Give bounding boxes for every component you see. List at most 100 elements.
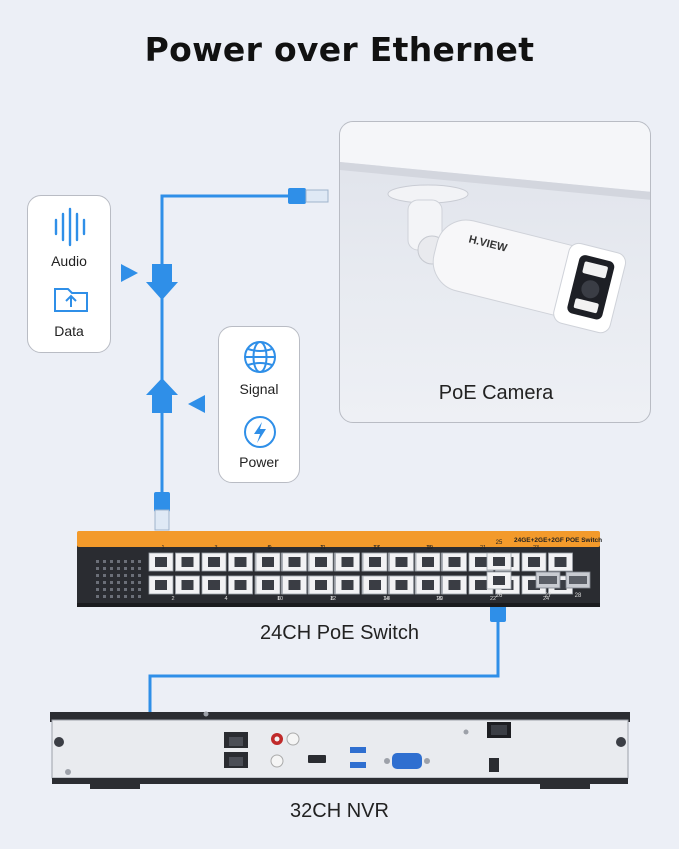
switch-port-socket (554, 580, 567, 590)
switch-led-panel (96, 560, 141, 598)
switch-label: 24CH PoE Switch (260, 622, 419, 644)
switch-port-socket (315, 557, 327, 567)
camera-rj45-icon (288, 188, 329, 204)
signal-power-card: Signal Power (218, 326, 300, 483)
switch-led (138, 588, 141, 591)
switch-port-socket (155, 580, 167, 590)
switch-port-label-bottom: 24 (543, 596, 549, 602)
switch-port-label-top: 21 (480, 545, 486, 551)
switch-port-socket (262, 580, 274, 590)
switch-led (96, 560, 99, 563)
globe-icon (244, 341, 276, 373)
switch-port-socket (475, 580, 487, 590)
switch-port-label-bottom: 18 (384, 596, 390, 602)
audio-data-icons (54, 207, 88, 312)
switch-port-label-bottom: 22 (490, 596, 496, 602)
switch-led (131, 595, 134, 598)
signal-power-icons (244, 341, 276, 448)
switch-led (110, 588, 113, 591)
switch-led (96, 567, 99, 570)
upload-folder-icon (54, 288, 88, 312)
switch-led (124, 588, 127, 591)
switch-port-label-bottom: 8 (330, 596, 333, 602)
camera-panel: H.VIEW PoE Camera (339, 121, 651, 423)
switch-port-label-top: 5 (267, 545, 270, 551)
switch-port-socket (234, 580, 247, 590)
switch-led (103, 581, 106, 584)
switch-led (138, 581, 141, 584)
switch-port-socket (262, 557, 274, 567)
switch-port-label-top: 1 (161, 545, 164, 551)
switch-led (124, 560, 127, 563)
switch-port-socket (181, 580, 194, 590)
right-pointer-icon (121, 264, 138, 282)
switch-led (110, 567, 113, 570)
switch-port-socket (369, 580, 381, 590)
switch-led (103, 595, 106, 598)
switch-port-socket (422, 580, 434, 590)
audio-data-card: Audio Data (27, 195, 111, 353)
switch-port-socket (288, 580, 301, 590)
switch-uplink-socket (493, 576, 505, 585)
switch-led (117, 588, 120, 591)
switch-uplink-socket (493, 557, 505, 566)
switch-led (96, 574, 99, 577)
switch-port-label-top: 13 (373, 545, 379, 551)
switch-led (124, 581, 127, 584)
switch-port-label-bottom: 12 (330, 596, 336, 602)
audio-label: Audio (51, 253, 87, 269)
switch-led (131, 581, 134, 584)
switch-port-label-bottom: 10 (277, 596, 283, 602)
uplink-port-label-25: 25 (496, 540, 503, 546)
sfp-port-label-28: 28 (575, 593, 582, 599)
switch-port-label-top: 7 (320, 545, 323, 551)
switch-port-socket (395, 557, 408, 567)
switch-led (103, 574, 106, 577)
audio-wave-icon (54, 207, 86, 247)
switch-sfp-slot (539, 576, 557, 584)
switch-led (124, 595, 127, 598)
switch-port-label-top: 15 (426, 545, 432, 551)
left-pointer-icon (188, 395, 205, 413)
switch-led (117, 574, 120, 577)
switch-port-socket (475, 557, 487, 567)
switch-led (110, 595, 113, 598)
switch-rj45-icon (154, 492, 170, 531)
uplink-port-label-26: 26 (496, 593, 503, 599)
switch-port-socket (315, 580, 327, 590)
switch-port-label-top: 19 (427, 545, 433, 551)
switch-port-label-top: 3 (214, 545, 217, 551)
switch-led (138, 560, 141, 563)
nvr-label: 32CH NVR (290, 800, 389, 822)
switch-led (138, 574, 141, 577)
switch-led (103, 567, 106, 570)
switch-port-label-bottom: 14 (383, 596, 389, 602)
switch-led (103, 560, 106, 563)
switch-uplink-ports (486, 552, 512, 590)
switch-port-socket (234, 557, 247, 567)
switch-led (131, 567, 134, 570)
switch-led (117, 560, 120, 563)
switch-port-socket (528, 580, 540, 590)
switch-port-socket (208, 557, 220, 567)
switch-led (117, 595, 120, 598)
switch-sfp-slot (569, 576, 587, 584)
switch-port-socket (528, 557, 540, 567)
power-label: Power (239, 454, 279, 470)
switch-model-text: 24GE+2GE+2GF POE Switch (514, 537, 602, 544)
switch-port-label-bottom: 4 (224, 596, 227, 602)
signal-label: Signal (239, 381, 279, 397)
switch-led (131, 560, 134, 563)
switch-led (96, 581, 99, 584)
switch-port-label-bottom: 6 (277, 596, 280, 602)
switch-port-label-bottom: 20 (437, 596, 443, 602)
switch-led (103, 588, 106, 591)
switch-sfp-ports (535, 571, 591, 589)
up-arrow-icon (146, 378, 178, 413)
switch-led (110, 574, 113, 577)
switch-led (124, 574, 127, 577)
